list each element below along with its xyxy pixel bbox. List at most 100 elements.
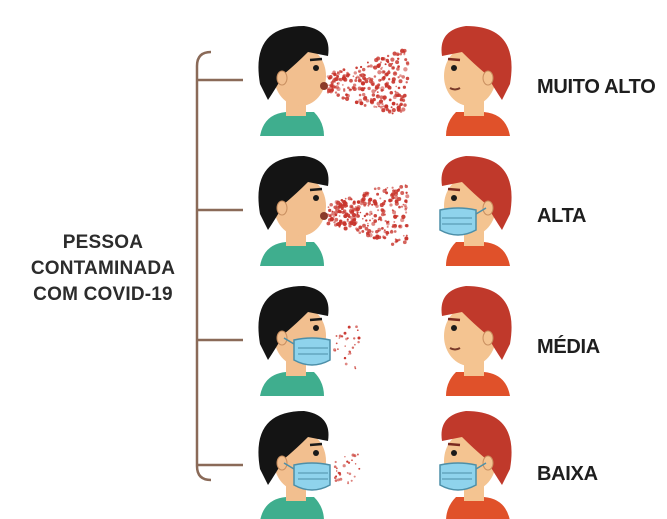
droplet xyxy=(350,198,353,201)
hair-shape xyxy=(441,156,512,230)
droplet xyxy=(383,236,386,240)
healthy-person-icon xyxy=(439,411,512,519)
droplet xyxy=(378,78,382,82)
droplet xyxy=(383,98,386,101)
droplet xyxy=(367,86,371,91)
ear-shape xyxy=(276,455,288,471)
droplet xyxy=(328,214,332,218)
droplet xyxy=(335,205,339,209)
droplet xyxy=(383,230,387,234)
droplet xyxy=(356,200,361,204)
droplet xyxy=(363,214,367,218)
droplet xyxy=(338,334,342,338)
face-mask xyxy=(293,462,331,491)
droplet xyxy=(405,234,408,237)
droplet xyxy=(376,91,379,93)
droplet xyxy=(378,216,382,220)
droplet xyxy=(341,83,344,86)
droplet xyxy=(335,470,338,472)
droplet xyxy=(392,51,397,56)
droplet xyxy=(398,238,401,242)
droplet xyxy=(348,224,352,228)
droplet xyxy=(343,356,347,360)
droplet xyxy=(339,77,343,82)
droplet xyxy=(399,52,403,56)
healthy-person-icon xyxy=(439,156,512,266)
droplet xyxy=(405,191,408,194)
droplet xyxy=(328,76,332,80)
droplet xyxy=(371,221,376,226)
droplet xyxy=(357,340,360,344)
droplet xyxy=(359,211,362,214)
droplet xyxy=(395,60,400,65)
droplet xyxy=(356,75,359,79)
droplet xyxy=(360,87,365,92)
risk-level-label: MÉDIA xyxy=(537,336,600,358)
droplet xyxy=(367,204,370,207)
droplet xyxy=(368,213,372,216)
droplet xyxy=(371,203,374,206)
droplet xyxy=(339,221,343,225)
droplet xyxy=(344,197,347,200)
droplet xyxy=(375,204,379,208)
droplet xyxy=(381,66,383,69)
droplet xyxy=(404,184,407,186)
droplet xyxy=(361,67,366,72)
droplet xyxy=(354,366,356,368)
droplet xyxy=(382,105,385,108)
droplet xyxy=(331,79,335,83)
droplet xyxy=(342,209,347,213)
droplet xyxy=(405,76,410,81)
droplet xyxy=(370,77,374,82)
droplet xyxy=(335,467,338,470)
droplet xyxy=(338,215,341,217)
droplet xyxy=(343,214,348,219)
droplet xyxy=(396,53,400,56)
droplet xyxy=(354,463,357,465)
droplet xyxy=(346,471,349,474)
droplet xyxy=(343,88,346,91)
droplet xyxy=(348,221,352,224)
droplet xyxy=(358,231,362,235)
droplet xyxy=(393,189,399,194)
droplet xyxy=(384,63,387,66)
droplet xyxy=(404,207,408,211)
droplet xyxy=(389,90,394,95)
droplet xyxy=(393,214,398,219)
eyebrow-shape xyxy=(447,317,461,322)
droplet xyxy=(373,75,377,78)
droplet xyxy=(346,71,349,75)
droplet xyxy=(379,105,383,109)
droplet xyxy=(400,49,405,54)
droplet xyxy=(353,71,357,75)
droplet xyxy=(337,348,339,350)
droplet xyxy=(358,93,362,97)
droplet xyxy=(348,350,351,353)
risk-level-label: BAIXA xyxy=(537,463,598,485)
droplet xyxy=(354,367,357,370)
shirt-shape xyxy=(446,497,510,519)
droplet xyxy=(396,103,399,106)
risk-level-label: ALTA xyxy=(537,205,587,227)
droplet xyxy=(392,224,397,229)
droplet xyxy=(386,221,390,226)
droplet xyxy=(390,57,395,62)
droplet xyxy=(337,478,340,482)
droplet xyxy=(391,112,394,115)
droplet xyxy=(400,205,404,208)
ear-shape xyxy=(482,200,494,216)
droplet xyxy=(371,93,376,97)
droplet xyxy=(338,337,341,339)
ear-shape xyxy=(276,200,288,216)
droplet xyxy=(369,219,371,222)
droplet xyxy=(347,482,350,485)
mask-strap xyxy=(283,462,295,470)
droplet xyxy=(388,198,393,203)
droplet xyxy=(355,207,360,212)
droplet xyxy=(381,201,386,206)
droplet xyxy=(397,196,402,202)
eye-shape xyxy=(313,450,319,456)
droplet xyxy=(387,232,390,235)
droplet xyxy=(361,92,366,97)
droplet xyxy=(389,203,393,207)
